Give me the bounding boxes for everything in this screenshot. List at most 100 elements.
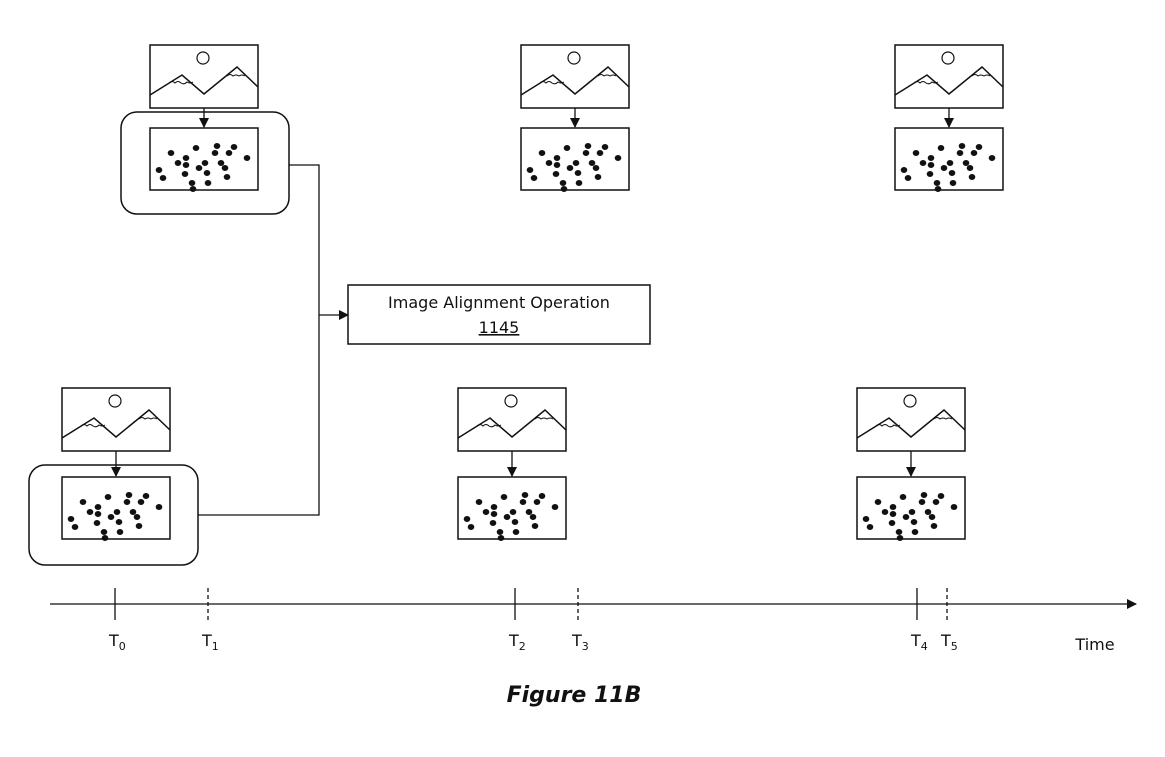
feature-point [940,165,948,171]
feature-point [533,499,541,505]
feature-point-map-icon [61,476,171,541]
feature-point [927,162,935,168]
feature-point [958,143,966,149]
feature-point [225,150,233,156]
scene-4 [61,387,171,541]
figure-caption: Figure 11B [507,683,642,708]
feature-point [924,509,932,515]
connector-line [198,164,320,516]
feature-point [966,165,974,171]
feature-point [497,535,505,541]
feature-point [133,514,141,520]
landscape-picture-icon [520,44,630,109]
feature-point-map-icon [520,127,630,192]
feature-point [927,155,935,161]
feature-point [489,520,497,526]
feature-point [181,171,189,177]
feature-point [135,523,143,529]
feature-point [950,504,958,510]
feature-point [93,520,101,526]
tick-T0: T0 [108,588,126,653]
feature-point [874,499,882,505]
feature-point [155,167,163,173]
feature-point [526,167,534,173]
feature-point [529,514,537,520]
feature-point [116,529,124,535]
feature-point [962,160,970,166]
feature-point [553,155,561,161]
feature-point [584,143,592,149]
feature-point [203,170,211,176]
feature-point [490,504,498,510]
feature-point [195,165,203,171]
feature-point [213,143,221,149]
feature-point [511,519,519,525]
feature-point [182,155,190,161]
tick-label: T0 [108,631,126,653]
feature-point [490,511,498,517]
feature-point [137,499,145,505]
tick-label: T4 [910,631,928,653]
feature-point [881,509,889,515]
feature-point [904,175,912,181]
feature-point [509,509,517,515]
feature-point [475,499,483,505]
feature-point-map-icon [149,127,259,192]
feature-point [948,170,956,176]
feature-point [67,516,75,522]
selected-frame-top [120,111,290,215]
feature-point [949,180,957,186]
feature-point [862,516,870,522]
tick-T1: T1 [201,588,219,653]
feature-point [551,504,559,510]
feature-point [467,524,475,530]
feature-point [970,150,978,156]
feature-point [601,144,609,150]
feature-point [596,150,604,156]
feature-point-map-icon [457,476,567,541]
feature-point-map-icon [894,127,1004,192]
feature-point [113,509,121,515]
tick-T5: T5 [940,588,958,653]
feature-point [167,150,175,156]
feature-point [559,180,567,186]
feature-point [937,145,945,151]
feature-point [911,529,919,535]
feature-point [553,162,561,168]
scene-2 [520,44,630,192]
feature-point [902,514,910,520]
scene-1 [149,44,259,192]
operation-box-border [347,284,651,345]
operation-label: Image Alignment Operation [388,293,610,312]
feature-point [900,167,908,173]
feature-point [582,150,590,156]
feature-point [230,144,238,150]
feature-point [538,150,546,156]
feature-point [560,186,568,192]
feature-point [588,160,596,166]
feature-point [496,529,504,535]
feature-point [188,180,196,186]
feature-point [594,174,602,180]
feature-point [988,155,996,161]
feature-point [912,150,920,156]
feature-point [503,514,511,520]
feature-point [100,529,108,535]
feature-point [123,499,131,505]
feature-point [538,493,546,499]
feature-point [512,529,520,535]
feature-point [243,155,251,161]
feature-point [926,171,934,177]
feature-point [500,494,508,500]
feature-point [174,160,182,166]
tick-T3: T3 [571,588,589,653]
feature-point [125,492,133,498]
feature-point [572,160,580,166]
landscape-picture-icon [61,387,171,452]
feature-point [86,509,94,515]
feature-point [928,514,936,520]
feature-point [107,514,115,520]
feature-point [71,524,79,530]
feature-point [182,162,190,168]
feature-point [956,150,964,156]
